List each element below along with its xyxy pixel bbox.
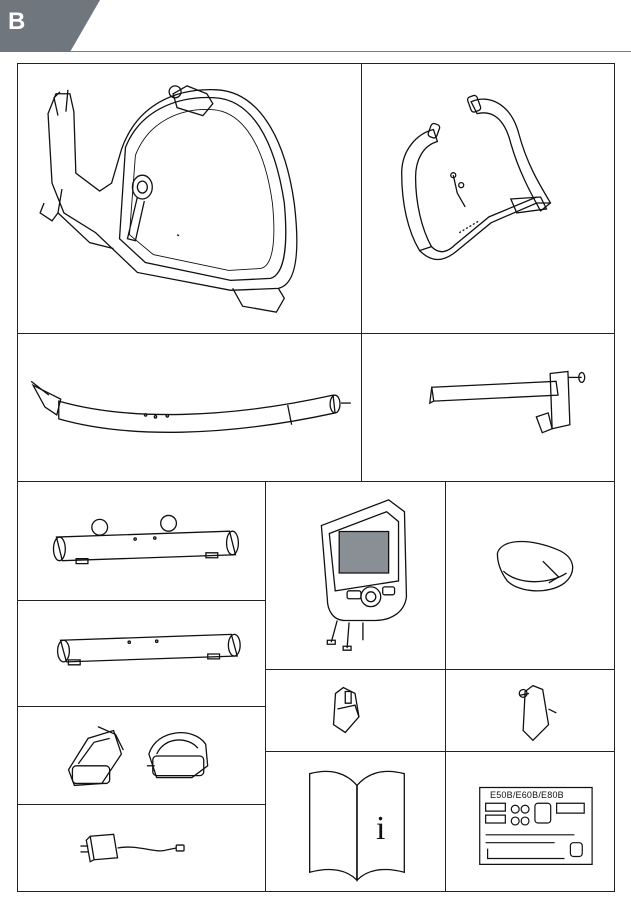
part-seat — [445, 481, 615, 671]
front-stabilizer-icon — [18, 482, 266, 601]
part-seat-post — [17, 333, 363, 483]
owners-manual-icon — [266, 752, 446, 891]
part-seat-lever — [445, 669, 615, 753]
adjustment-knob-icon — [266, 670, 446, 752]
header-rule — [70, 51, 631, 52]
seat-slider-rail-icon — [362, 334, 614, 482]
seat-post-tube-icon — [18, 334, 362, 482]
manual-info-symbol: i — [376, 810, 386, 847]
bike-main-frame-icon — [18, 64, 362, 334]
part-manual: i — [265, 751, 447, 892]
part-front-stabilizer — [17, 481, 267, 602]
pedals-icon — [18, 707, 266, 805]
tool-kit-icon — [446, 752, 614, 891]
part-seat-slider — [361, 333, 615, 483]
section-letter: B — [8, 8, 26, 35]
handlebar-icon — [362, 64, 614, 334]
part-pedals — [17, 706, 267, 806]
part-adjustment-knob — [265, 669, 447, 753]
toolkit-model-label: E50B/E60B/E80B — [490, 790, 564, 800]
console-icon — [266, 482, 446, 670]
part-console — [265, 481, 447, 671]
part-main-frame — [17, 63, 363, 335]
seat-saddle-icon — [446, 482, 614, 670]
part-toolkit: E50B/E60B/E80B — [445, 751, 615, 892]
part-handlebar — [361, 63, 615, 335]
seat-adjustment-lever-icon — [446, 670, 614, 752]
section-tab — [0, 0, 100, 52]
rear-stabilizer-icon — [18, 601, 266, 707]
part-power-adapter — [17, 804, 267, 892]
part-rear-stabilizer — [17, 600, 267, 708]
power-adapter-icon — [18, 805, 266, 891]
